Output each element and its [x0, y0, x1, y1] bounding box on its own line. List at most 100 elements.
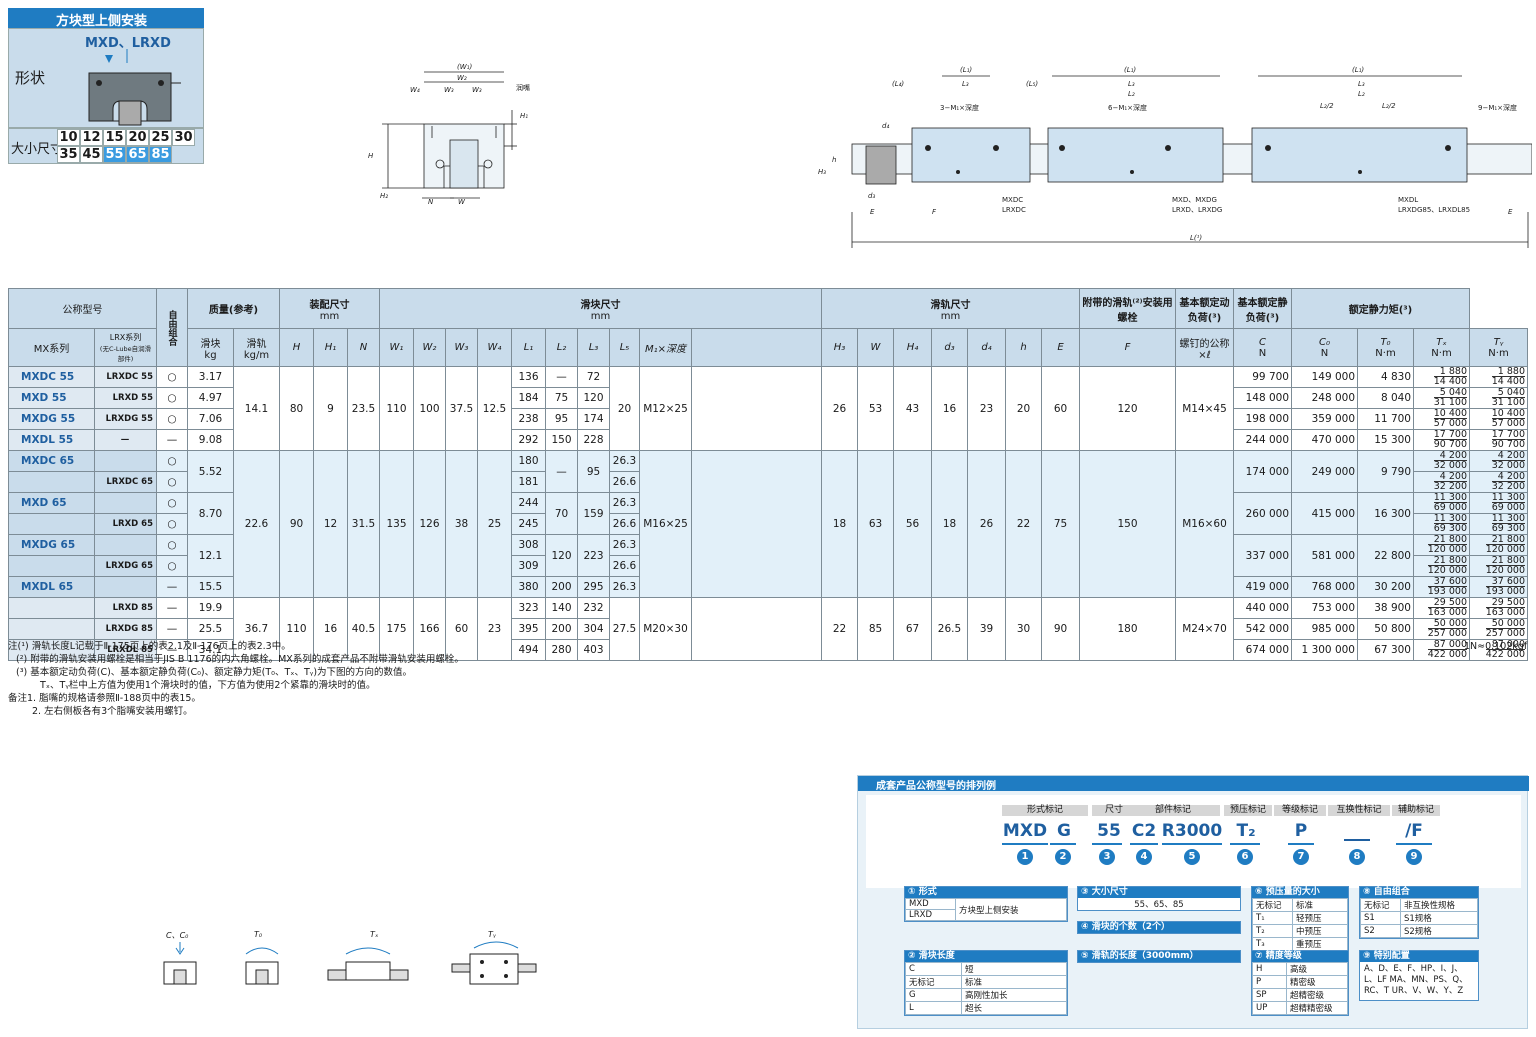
val-L5: 26.3 [609, 534, 640, 556]
load-c-icon [163, 942, 197, 985]
free-combo: ○ [156, 471, 188, 493]
cell: SP [1252, 988, 1287, 1002]
rail-label: 滑轨 [246, 338, 267, 350]
lrx-model: — [94, 429, 157, 451]
val-M1: M12×25 [639, 366, 692, 451]
val-T0: 38 900 [1357, 597, 1414, 619]
col-lrx: LRX系列(无C-Lube自润滑部件) [94, 328, 157, 367]
val-H: 90 [279, 450, 314, 598]
tx-single: 1 880 [1433, 367, 1467, 377]
col-d3: d₃ [931, 328, 968, 367]
cell: 轻预压 [1292, 911, 1348, 925]
dim-l3b: L₃ [1128, 80, 1135, 88]
val-L1: 308 [511, 534, 546, 556]
mx-model: MXD 65 [8, 492, 95, 514]
dim-l2: L₂ [1128, 90, 1135, 98]
tx-single: 21 800 [1427, 535, 1467, 545]
shape-cell: 形状 MXD、LRXD [8, 28, 204, 128]
col-H4: H₄ [893, 328, 932, 367]
cell: S2 [1360, 924, 1401, 938]
cell: 重预压 [1292, 937, 1348, 951]
ty-single: 37 600 [1485, 577, 1525, 587]
val-C0: 470 000 [1291, 429, 1358, 451]
val-C: 674 000 [1233, 639, 1292, 661]
lrx-label: LRX系列 [109, 333, 142, 342]
tx-single: 11 300 [1433, 492, 1467, 503]
free-combo: ○ [156, 492, 188, 514]
dim-f: F [932, 208, 937, 216]
free-combo: — [156, 429, 188, 451]
tx-single: 50 000 [1427, 619, 1467, 629]
val-W: 53 [857, 366, 894, 451]
col-mass: 质量(参考) [187, 288, 280, 329]
val-L1: 181 [511, 471, 546, 493]
nm-unit: N·m [1488, 347, 1509, 359]
note-3: (³) 基本额定动负荷(C)、基本额定静负荷(C₀)、额定静力矩(T₀、Tₓ、T… [16, 667, 413, 678]
col-W: W [857, 328, 894, 367]
cell: C [905, 962, 962, 976]
tap-6: 6−M₁×深度 [1108, 103, 1147, 112]
c-label: C [1259, 336, 1266, 348]
col-model: 公称型号 [8, 288, 157, 329]
ty-double: 257 000 [1485, 628, 1525, 639]
val-T0: 16 300 [1357, 492, 1414, 535]
val-h: 30 [1005, 597, 1042, 661]
tx-single: 4 200 [1433, 472, 1467, 482]
val-L5: 27.5 [609, 597, 640, 661]
cell: H [1252, 962, 1287, 976]
ty-single: 4 200 [1491, 451, 1525, 461]
ty-double: 32 000 [1491, 460, 1525, 471]
val-L3: 304 [577, 618, 610, 640]
ty-single: 21 800 [1485, 535, 1525, 545]
tx-double: 69 000 [1433, 502, 1467, 513]
dim-l3: L₃ [962, 80, 969, 88]
col-W1: W₁ [379, 328, 414, 367]
tx-single: 37 600 [1427, 577, 1467, 587]
val-W4: 12.5 [477, 366, 512, 451]
ty-single: 29 500 [1485, 598, 1525, 608]
code-rail: R3000 [1161, 821, 1223, 841]
val-F: 120 [1079, 366, 1176, 451]
val-W2: 126 [413, 450, 446, 598]
tx-double: 163 000 [1427, 607, 1467, 618]
lrx-model [94, 534, 157, 556]
size-cell: 大小尺寸 10 12 15 20 25 30 35 45 55 65 85 [8, 128, 204, 164]
val-L1: 245 [511, 513, 546, 535]
underline-5 [1162, 843, 1222, 845]
val-T0: 8 040 [1357, 387, 1414, 409]
cell: G [905, 988, 962, 1002]
val-L2: 140 [545, 597, 578, 619]
tx-single: 87 000 [1427, 640, 1467, 650]
c0-label: C₀ [1319, 336, 1330, 348]
code-preload: T₂ [1236, 821, 1256, 841]
label-size: 尺寸 [1092, 805, 1136, 816]
caption-3a: MXDL [1398, 196, 1418, 204]
cell: MXD [905, 898, 956, 910]
dim-d4: d₄ [882, 122, 889, 130]
lrx-model [94, 492, 157, 514]
underline-3 [1092, 843, 1122, 845]
order-code-panel: 成套产品公称型号的排列例 形式标记 尺寸 部件标记 预压标记 等级标记 互换性标… [857, 775, 1529, 1029]
num-badge: 1 [1017, 849, 1033, 865]
val-H4: 43 [893, 366, 932, 451]
dim-l1c: (L₁) [1352, 66, 1364, 74]
code-length: G [1057, 821, 1071, 841]
ty-single: 11 300 [1491, 513, 1525, 524]
ty-double: 69 300 [1491, 523, 1525, 534]
val-T0: 67 300 [1357, 639, 1414, 661]
dim-n: N [428, 198, 434, 206]
val-L1: 380 [511, 576, 546, 598]
cell: T₂ [1252, 924, 1293, 938]
underline-7 [1288, 843, 1314, 845]
ty-double: 57 000 [1491, 418, 1525, 429]
nm-unit: N·m [1431, 347, 1452, 359]
